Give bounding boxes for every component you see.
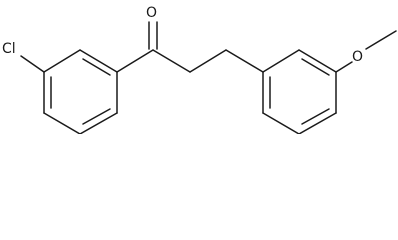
ring-bond <box>262 112 300 134</box>
ring-bond <box>43 112 81 134</box>
chlorophenyl-ring <box>43 49 118 134</box>
molecule-structure: Cl O O <box>2 5 397 134</box>
ring-inner-double-bond <box>82 108 111 125</box>
methyl-bond <box>365 30 397 50</box>
chlorine-bond <box>20 55 45 73</box>
ring-inner-double-bond <box>82 58 111 76</box>
chain-bond <box>189 49 227 73</box>
carbonyl-oxygen-label: O <box>146 5 157 21</box>
ring-bond <box>79 49 118 73</box>
ring-inner-double-bond <box>301 108 330 125</box>
ring-inner-double-bond <box>301 58 330 76</box>
aryl-carbonyl-bond <box>116 49 154 73</box>
chain-bond <box>152 49 191 73</box>
ether-bond <box>335 61 353 73</box>
ring-bond <box>298 49 337 73</box>
ether-oxygen-label: O <box>352 49 363 65</box>
ring-bond <box>79 112 118 134</box>
ring-bond <box>43 49 81 73</box>
chain-bond <box>225 49 264 73</box>
ring-bond <box>262 49 300 73</box>
ring-bond <box>298 112 337 134</box>
chlorine-label: Cl <box>2 41 16 57</box>
methoxyphenyl-ring <box>262 49 337 134</box>
